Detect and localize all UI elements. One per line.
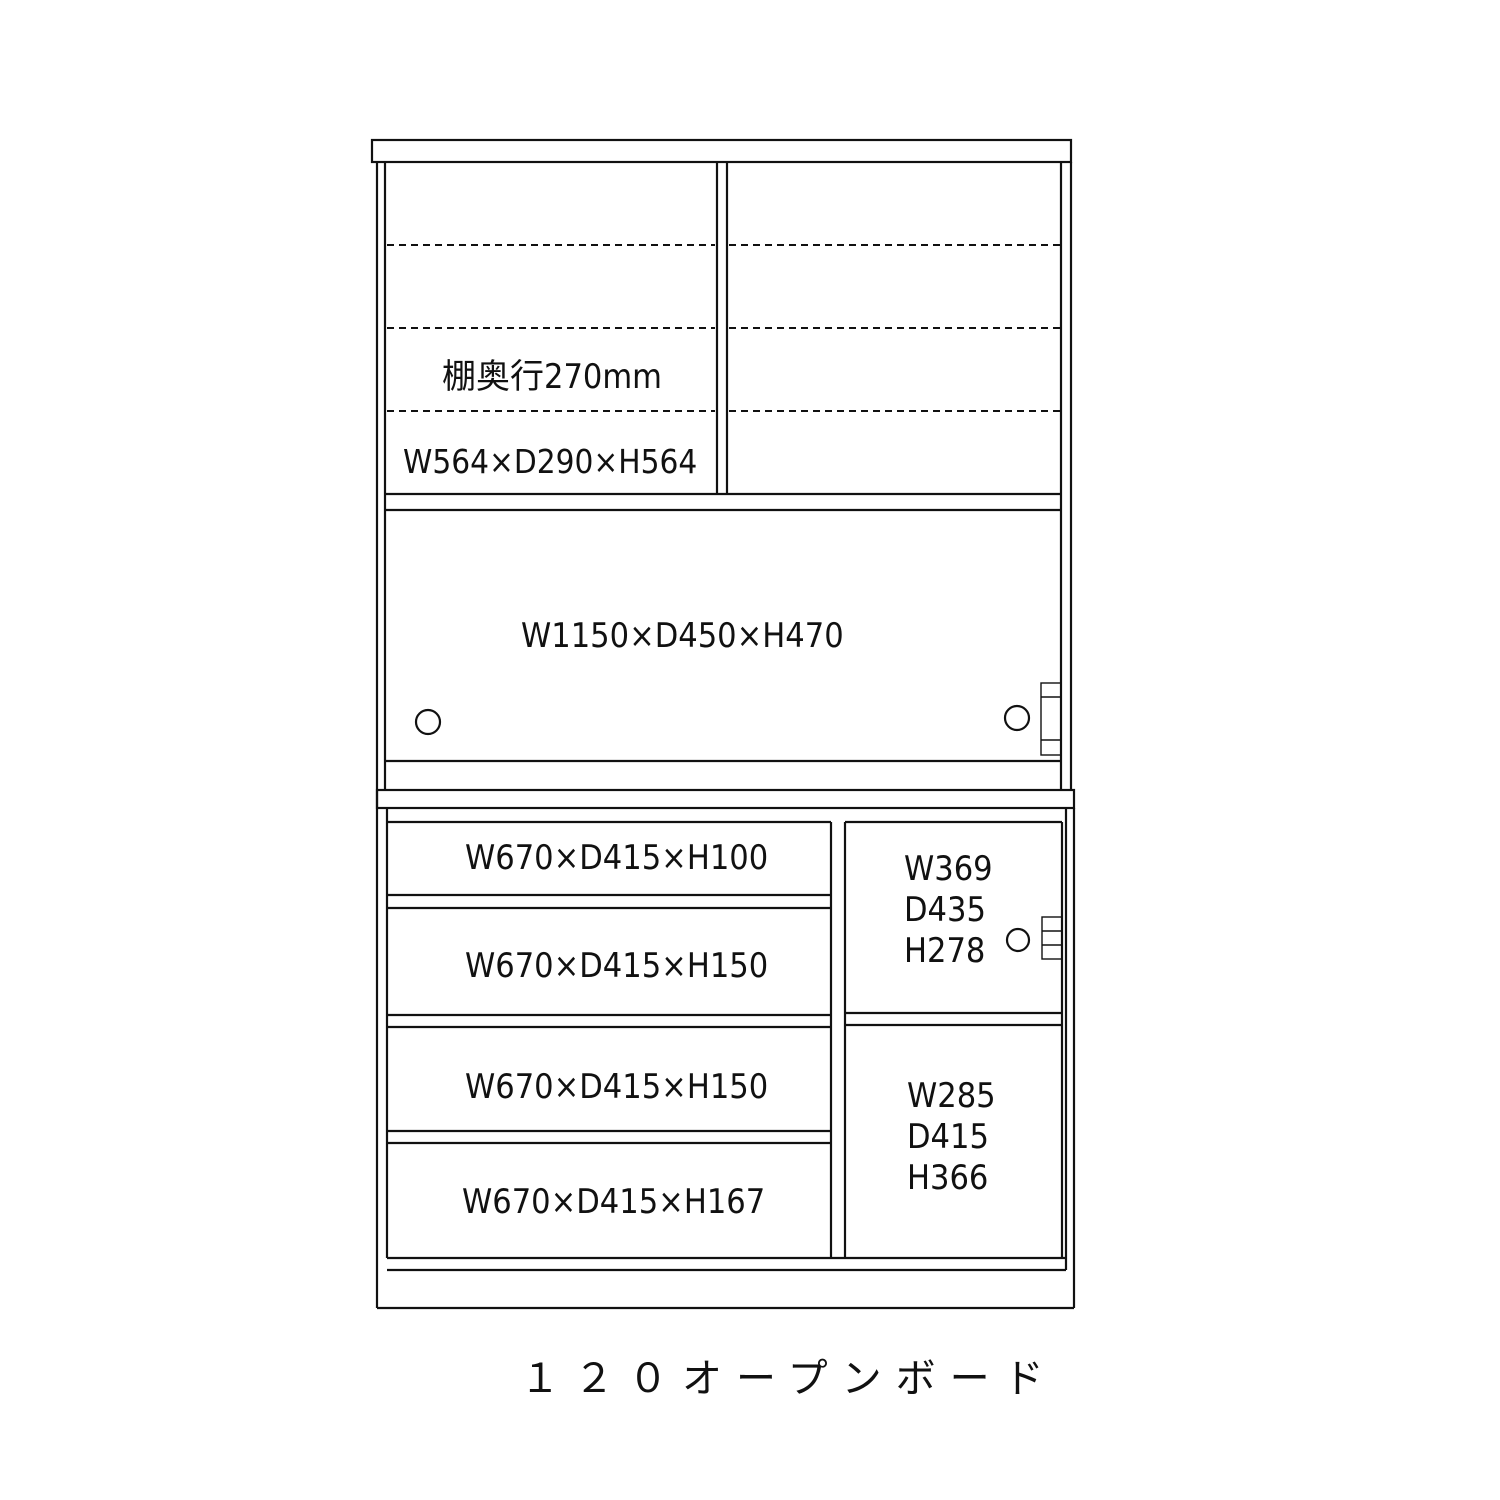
right-door-knob: [1005, 927, 1031, 953]
shelf-depth-note: 棚奥行270mm: [442, 357, 662, 397]
base: [377, 1256, 1074, 1310]
right-lower-door-height: H366: [907, 1158, 988, 1198]
drawer-stack: [385, 808, 847, 1258]
drawer-3-dims: W670×D415×H150: [465, 1067, 768, 1107]
drawer-4-dims: W670×D415×H167: [462, 1182, 765, 1222]
right-lower-door-width: W285: [907, 1076, 996, 1116]
right-door-hinge-icon: [1041, 916, 1063, 960]
right-upper-door-width: W369: [904, 849, 993, 889]
drawer-2-dims: W670×D415×H150: [465, 946, 768, 986]
right-doors: [845, 820, 1064, 1258]
middle-shelf-right-knob: [1003, 704, 1031, 732]
product-caption: １２０オープンボード: [520, 1356, 1058, 1402]
drawer-1-dims: W670×D415×H100: [465, 838, 768, 878]
middle-shelf-left-knob: [414, 708, 442, 736]
upper-cabinet: [385, 162, 1061, 512]
middle-shelf: [375, 682, 1076, 810]
right-upper-door-height: H278: [904, 931, 985, 971]
hinge-icon: [1040, 682, 1062, 756]
middle-shelf-dims: W1150×D450×H470: [521, 616, 844, 656]
right-lower-door-depth: D415: [907, 1117, 989, 1157]
upper-left-compartment-dims: W564×D290×H564: [403, 442, 697, 481]
right-upper-door-depth: D435: [904, 890, 986, 930]
